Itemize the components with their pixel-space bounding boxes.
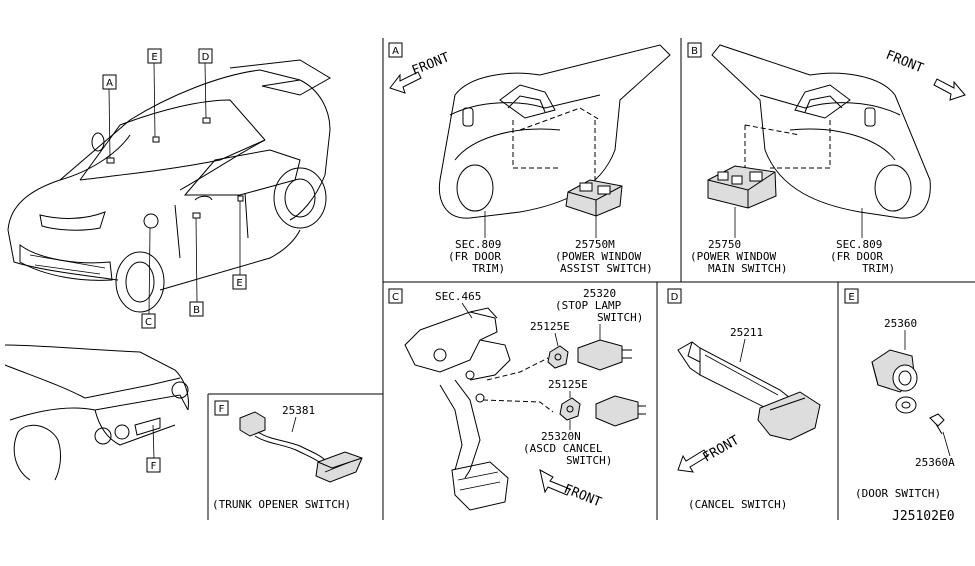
callout-label: D [202,52,210,63]
callout-label: E [151,52,157,63]
panel-tag: D [671,292,679,303]
car-callout-e-top: E [147,48,162,64]
part-desc: (POWER WINDOW [690,250,776,263]
diagram-id: J25102E0 [892,509,955,524]
panel-c: C SEC.465 FRONT [388,287,646,511]
front-label: FRONT [410,50,452,79]
part-desc: (ASCD CANCEL [523,442,603,455]
part-number: 25320 [583,287,616,300]
part-number: 25750 [708,238,741,251]
callout-label: C [145,317,152,328]
panel-borders [207,38,975,520]
part-desc: SWITCH) [597,311,643,324]
part-desc: (STOP LAMP [555,299,622,312]
callout-label: F [151,461,157,472]
part-number: 25360A [915,456,955,469]
part-number: 25381 [282,404,315,417]
part-desc: (POWER WINDOW [555,250,641,263]
car-callout-c: C [141,313,156,329]
front-label: FRONT [701,433,743,466]
front-arrow: FRONT [884,48,966,101]
front-label: FRONT [562,482,604,511]
caption: (TRUNK OPENER SWITCH) [212,498,351,511]
front-arrow: FRONT [539,469,604,511]
part-desc: (FR DOOR [830,250,883,263]
caption: (DOOR SWITCH) [855,487,941,500]
callout-label: A [106,78,113,89]
part-number: 25211 [730,326,763,339]
callout-label: E [236,278,242,289]
panel-tag: A [392,46,399,57]
panel-e: E 25360 25360A (DOOR SWITCH) [844,288,955,500]
part-number: 25360 [884,317,917,330]
car-callout-d: D [198,48,213,64]
part-number: 25750M [575,238,615,251]
callout-label: B [193,305,200,316]
car-callout-a: A [102,74,117,90]
part-desc: MAIN SWITCH) [708,262,787,275]
panel-b: B FRONT 25750 (POWER WINDOW MAIN SWITCH)… [687,42,966,275]
panel-f: F 25381 (TRUNK OPENER SWITCH) [212,400,363,511]
part-number: SEC.809 [836,238,882,251]
front-arrow: FRONT [677,433,743,473]
car-callout-b: B [189,301,204,317]
part-number: SEC.809 [455,238,501,251]
part-desc: TRIM) [472,262,505,275]
panel-tag: F [219,404,225,415]
part-number: 25125E [530,320,570,333]
part-desc: (FR DOOR [448,250,501,263]
caption: (CANCEL SWITCH) [688,498,787,511]
panel-tag: B [691,46,698,57]
panel-tag: E [848,292,854,303]
part-desc: TRIM) [862,262,895,275]
panel-a: A FRONT SEC.809 (FR DOOR TRIM) 25750M (P… [388,42,671,275]
part-desc: ASSIST SWITCH) [560,262,653,275]
rear-car-illustration [4,344,189,481]
panel-tag: C [392,292,399,303]
car-overview-illustration [7,59,331,315]
part-number: 25125E [548,378,588,391]
part-desc: SWITCH) [566,454,612,467]
part-number: 25320N [541,430,581,443]
sec-label: SEC.465 [435,290,481,303]
panel-d: D 25211 FRONT (CANCEL SWITCH) [667,288,821,511]
front-label: FRONT [884,48,926,77]
car-callout-f: F [146,457,161,473]
car-callout-e-bottom: E [232,274,247,290]
